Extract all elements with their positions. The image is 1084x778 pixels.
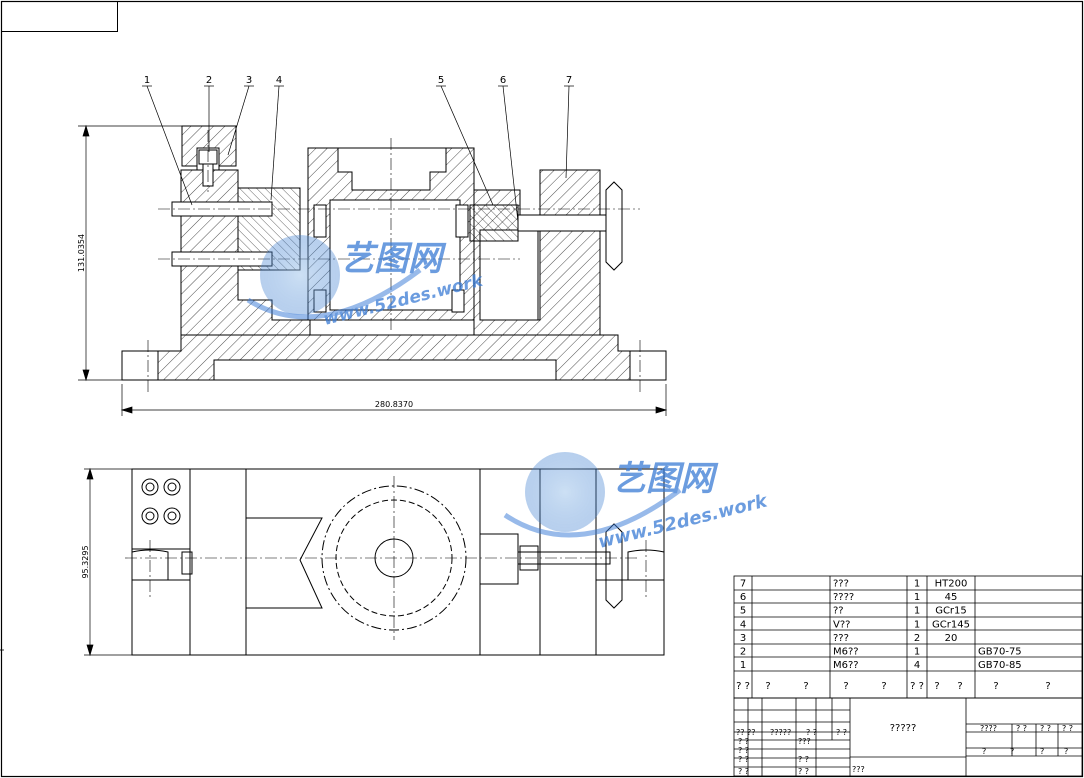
leader-5: 5: [438, 75, 444, 86]
bom-qty-2: 1: [914, 646, 920, 657]
bom-no-7: 7: [740, 579, 746, 590]
bom-no-2: 2: [740, 646, 746, 657]
part-5-jaw: [469, 204, 519, 242]
tb-cell-5: ? ?: [738, 737, 749, 746]
leader-3: 3: [246, 75, 252, 86]
handwheel-front: [605, 181, 623, 271]
bom-note-2: GB70-75: [978, 646, 1022, 657]
tb-right-bottom-1: ?: [982, 747, 986, 756]
tb-cell-12: ???: [852, 765, 865, 774]
tb-cell-3: ? ?: [806, 728, 817, 737]
bom-material-5: GCr15: [935, 606, 967, 617]
bill-of-materials: [733, 575, 1083, 699]
top-view-v-block: [245, 517, 323, 609]
bom-no-5: 5: [740, 606, 746, 617]
bom-header-note-a: ?: [993, 681, 998, 692]
bom-note-1: GB70-85: [978, 660, 1022, 671]
height-dimension-top: 95.3295: [81, 545, 90, 578]
leader-6: 6: [500, 75, 506, 86]
top-view-jaw: [479, 533, 519, 585]
height-dimension-front: 131.0354: [77, 234, 86, 272]
tb-right-top-1: ????: [980, 724, 997, 733]
part-leaders: [142, 85, 574, 223]
bom-qty-6: 1: [914, 592, 920, 603]
bom-header-qty: ? ?: [910, 681, 924, 692]
tb-cell-2: ?????: [770, 728, 791, 737]
bom-name-1: M6??: [833, 660, 859, 671]
tb-cell-1: ?? ??: [736, 728, 756, 737]
tb-cell-6: ???: [798, 737, 811, 746]
bom-header-material-b: ?: [957, 681, 962, 692]
tb-right-bottom-2: ?: [1010, 747, 1014, 756]
tb-right-top-4: ? ?: [1062, 724, 1073, 733]
bom-material-7: HT200: [935, 579, 968, 590]
front-view-section: [121, 125, 667, 381]
tb-cell-11: ? ?: [798, 767, 809, 776]
bom-name-3: ???: [833, 633, 849, 644]
bom-no-1: 1: [740, 660, 746, 671]
bom-header: ? ? ? ? ? ? ? ? ? ? ? ?: [736, 681, 1051, 692]
tb-right-top-3: ? ?: [1040, 724, 1051, 733]
part-6-screw: [517, 214, 611, 232]
width-dimension-front: 280.8370: [375, 400, 413, 409]
bom-material-4: GCr145: [932, 619, 970, 630]
bom-material-3: 20: [945, 633, 958, 644]
top-view-clamp-block: [131, 468, 191, 550]
bom-header-no: ? ?: [736, 681, 750, 692]
bom-material-6: 45: [945, 592, 958, 603]
front-centerlines: [147, 130, 641, 392]
bom-header-name-a: ?: [843, 681, 848, 692]
front-dimensions: [78, 124, 668, 416]
bom-no-3: 3: [740, 633, 746, 644]
bom-header-code-b: ?: [803, 681, 808, 692]
top-centerlines: [125, 476, 647, 640]
tb-cell-9: ? ?: [798, 755, 809, 764]
leader-7: 7: [566, 75, 572, 86]
tb-cell-7: ? ?: [738, 746, 749, 755]
tb-cell-10: ? ?: [738, 767, 749, 776]
bom-no-6: 6: [740, 592, 746, 603]
title-block-small-text: ?? ?? ????? ? ? ? ? ? ? ??? ? ? ? ? ? ? …: [736, 724, 1073, 776]
tb-right-bottom-4: ?: [1064, 747, 1068, 756]
bom-qty-1: 4: [914, 660, 920, 671]
bom-header-name-b: ?: [881, 681, 886, 692]
tb-cell-8: ? ?: [738, 755, 749, 764]
leader-1: 1: [144, 75, 150, 86]
bom-name-7: ???: [833, 579, 849, 590]
handwheel-top: [605, 523, 623, 609]
leader-2: 2: [206, 75, 212, 86]
bom-no-4: 4: [740, 619, 746, 630]
bom-qty-7: 1: [914, 579, 920, 590]
bom-qty-4: 1: [914, 619, 920, 630]
bom-name-2: M6??: [833, 646, 859, 657]
watermark-2: 艺图网 www.52des.work: [503, 452, 770, 553]
title-block-drawing-name: ?????: [890, 723, 917, 734]
tb-right-bottom-3: ?: [1040, 747, 1044, 756]
top-dimensions: [84, 467, 132, 657]
bom-qty-3: 2: [914, 633, 920, 644]
leader-4: 4: [276, 75, 282, 86]
bom-name-5: ??: [833, 606, 844, 617]
tb-right-top-2: ? ?: [1016, 724, 1027, 733]
bom-header-note-b: ?: [1045, 681, 1050, 692]
bom-header-code-a: ?: [765, 681, 770, 692]
title-block: [733, 697, 1083, 777]
watermark-2-cn: 艺图网: [612, 459, 719, 499]
bom-name-6: ????: [833, 592, 854, 603]
tb-cell-4: ? ?: [836, 728, 847, 737]
watermark-1-cn: 艺图网: [340, 239, 447, 279]
bom-name-4: V??: [833, 619, 850, 630]
bom-qty-5: 1: [914, 606, 920, 617]
part-leader-numbers: 1 2 3 4 5 6 7: [144, 75, 572, 86]
bom-header-material-a: ?: [934, 681, 939, 692]
